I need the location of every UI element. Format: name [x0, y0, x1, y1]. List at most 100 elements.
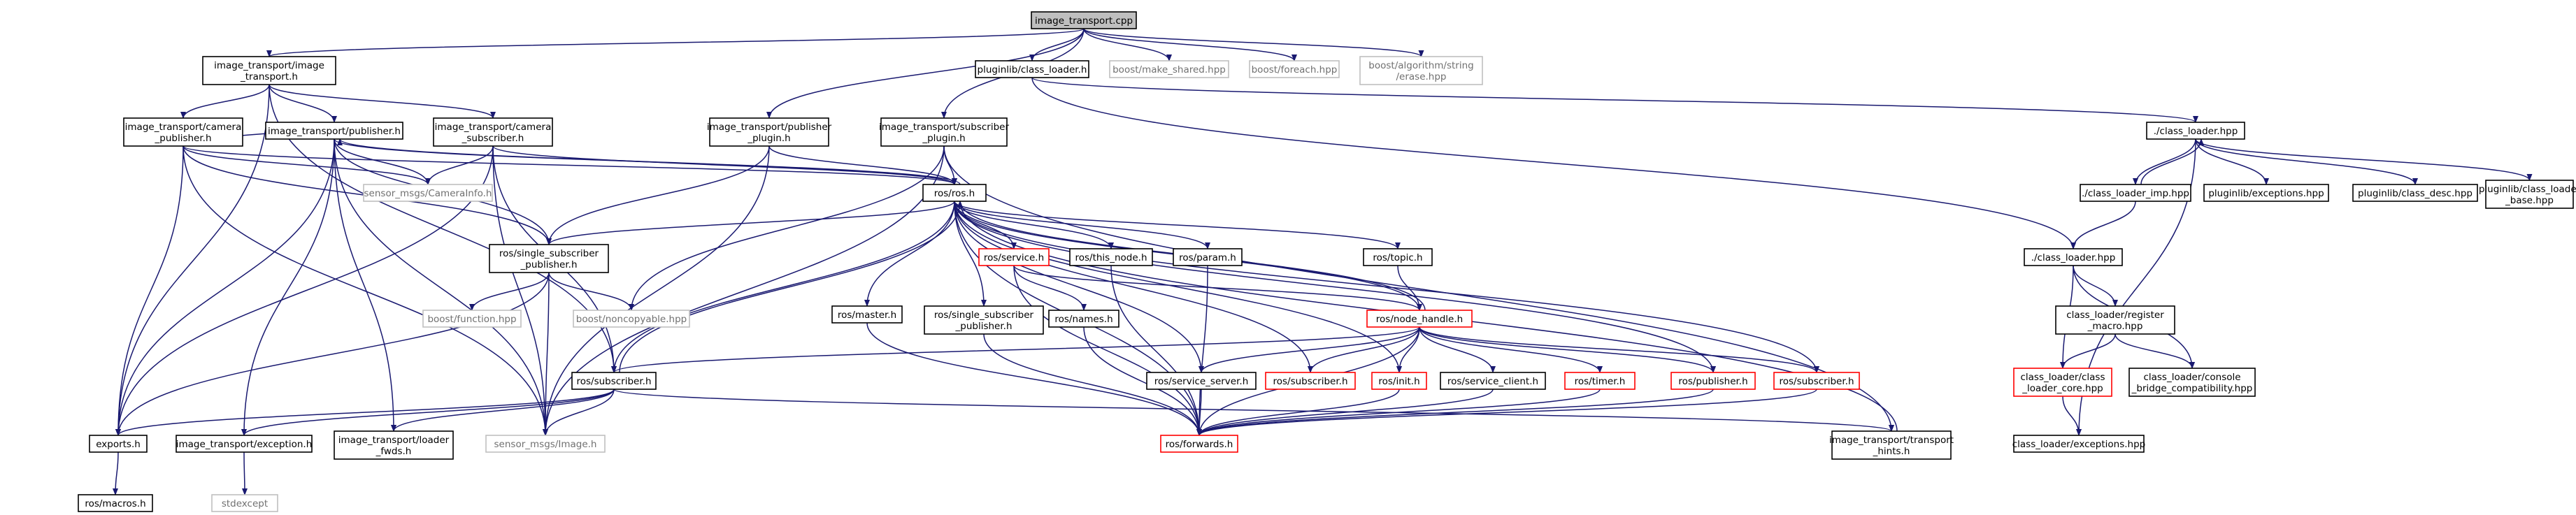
node-box-itlf — [334, 430, 454, 460]
node-rpu[interactable]: ros/publisher.h — [1670, 372, 1756, 390]
node-plclb[interactable]: pluginlib/class_loader_base.hpp — [2479, 180, 2576, 209]
node-label: image_transport.cpp — [1035, 15, 1133, 27]
node-rin[interactable]: ros/init.h — [1371, 372, 1427, 390]
node-box-clh — [2146, 122, 2245, 140]
node-itth[interactable]: image_transport/transport_hints.h — [1829, 430, 1954, 460]
edge-rnh-to-rpu — [1419, 326, 1716, 373]
node-label: ros/subscriber.h — [1273, 376, 1347, 387]
node-clh[interactable]: ./class_loader.hpp — [2146, 122, 2245, 140]
node-box-rsub1 — [1265, 372, 1356, 390]
node-label: ros/service_server.h — [1154, 376, 1249, 387]
edge-itsp-to-smi — [543, 145, 945, 436]
node-box-rsub2 — [1773, 372, 1860, 390]
node-label: ros/forwards.h — [1166, 439, 1233, 450]
node-clcore[interactable]: class_loader/class_loader_core.hpp — [2013, 368, 2112, 397]
node-rma[interactable]: ros/master.h — [831, 305, 903, 324]
node-plcd[interactable]: pluginlib/class_desc.hpp — [2352, 184, 2478, 202]
node-root[interactable]: image_transport.cpp — [1031, 11, 1137, 29]
node-box-itcp — [123, 117, 243, 147]
edge-rssp-to-bnc — [548, 272, 634, 311]
node-label: class_loader/console — [2143, 372, 2240, 383]
edge-ros-to-rin — [954, 201, 1402, 373]
node-rsub1[interactable]: ros/subscriber.h — [1265, 372, 1356, 390]
edge-rnh-to-its — [611, 326, 1420, 373]
node-label: boost/make_shared.hpp — [1112, 64, 1226, 75]
node-label: _subscriber.h — [461, 133, 524, 144]
node-clih[interactable]: ./class_loader_imp.hpp — [2080, 184, 2191, 202]
node-itpp[interactable]: image_transport/publisher_plugin.h — [707, 117, 832, 147]
edge-exp-to-rmac — [113, 451, 119, 495]
node-itlf[interactable]: image_transport/loader_fwds.h — [334, 430, 454, 460]
node-exp[interactable]: exports.h — [89, 435, 148, 453]
node-rssp[interactable]: ros/single_subscriber_publisher.h — [489, 244, 609, 273]
edge-rto-to-rnh — [1397, 265, 1422, 311]
node-rna[interactable]: ros/names.h — [1048, 310, 1119, 328]
edge-its-to-ros — [619, 201, 963, 373]
edge-rnh-to-rti — [1419, 326, 1603, 373]
node-stde: stdexcept — [211, 494, 278, 512]
node-itcs[interactable]: image_transport/camera_subscriber.h — [433, 117, 553, 147]
node-clh2[interactable]: ./class_loader.hpp — [2024, 248, 2123, 266]
node-bf: boost/function.hpp — [422, 310, 522, 328]
node-box-smi — [485, 435, 606, 453]
edge-itcp-to-exp — [115, 145, 184, 436]
node-itp[interactable]: image_transport/publisher.h — [265, 122, 403, 140]
node-label: class_loader/register — [2066, 310, 2164, 321]
node-itcp[interactable]: image_transport/camera_publisher.h — [123, 117, 243, 147]
edge-rnh-to-rsc — [1419, 326, 1496, 373]
node-label: image_transport/subscriber — [879, 122, 1010, 133]
node-rmac[interactable]: ros/macros.h — [78, 494, 153, 512]
node-box-its — [571, 372, 657, 390]
edge-it-to-itcs — [269, 84, 496, 119]
node-label: ros/macros.h — [85, 498, 145, 509]
node-clrm[interactable]: class_loader/register_macro.hpp — [2055, 305, 2175, 335]
node-rpa[interactable]: ros/param.h — [1173, 248, 1243, 266]
node-rsv[interactable]: ros/service.h — [978, 248, 1050, 266]
node-ros[interactable]: ros/ros.h — [922, 184, 987, 202]
edge-rsv-to-rna — [1013, 265, 1087, 311]
node-label: _hints.h — [1873, 446, 1910, 457]
node-label: ros/publisher.h — [1678, 376, 1747, 387]
node-rnh[interactable]: ros/node_handle.h — [1366, 310, 1473, 328]
node-clcbc[interactable]: class_loader/console_bridge_compatibilit… — [2128, 368, 2256, 397]
node-label: class_loader/exceptions.hpp — [2012, 439, 2146, 450]
node-its[interactable]: ros/subscriber.h — [571, 372, 657, 390]
node-rfw[interactable]: ros/forwards.h — [1160, 435, 1238, 453]
node-plex[interactable]: pluginlib/exceptions.hpp — [2203, 184, 2329, 202]
node-label: _publisher.h — [955, 321, 1012, 332]
node-label: image_transport/camera — [435, 122, 552, 133]
edge-root-to-bfe — [1083, 28, 1297, 61]
edge-ros-to-itp — [337, 138, 961, 185]
node-rss[interactable]: ros/service_server.h — [1146, 372, 1257, 390]
node-label: ros/service.h — [984, 252, 1044, 263]
node-label: _macro.hpp — [2087, 321, 2143, 332]
edge-rna-to-rfw — [1083, 326, 1202, 436]
node-box-rna — [1048, 310, 1119, 328]
edge-rsv-to-rfw — [1013, 265, 1202, 436]
edge-clrm-to-clcore — [2060, 333, 2116, 369]
node-label: boost/function.hpp — [427, 314, 516, 325]
node-box-it — [202, 56, 336, 85]
node-clex[interactable]: class_loader/exceptions.hpp — [2012, 435, 2146, 453]
node-rsc[interactable]: ros/service_client.h — [1440, 372, 1546, 390]
node-rtn[interactable]: ros/this_node.h — [1069, 248, 1153, 266]
node-label: boost/noncopyable.hpp — [576, 314, 687, 325]
edge-rpu-to-rfw — [1196, 389, 1714, 436]
node-rsub2[interactable]: ros/subscriber.h — [1773, 372, 1860, 390]
node-box-plex — [2203, 184, 2329, 202]
node-box-itth — [1831, 430, 1952, 460]
node-ite[interactable]: image_transport/exception.h — [176, 435, 313, 453]
node-box-clcbc — [2128, 368, 2256, 397]
node-box-rssp2 — [924, 305, 1044, 335]
node-label: ros/timer.h — [1575, 376, 1626, 387]
node-rti[interactable]: ros/timer.h — [1564, 372, 1636, 390]
node-label: sensor_msgs/Image.h — [494, 439, 597, 450]
node-itsp[interactable]: image_transport/subscriber_plugin.h — [879, 117, 1010, 147]
node-rto[interactable]: ros/topic.h — [1363, 248, 1433, 266]
node-rssp2[interactable]: ros/single_subscriber_publisher.h — [924, 305, 1044, 335]
node-label: pluginlib/class_loader.h — [978, 64, 1087, 75]
node-pcl[interactable]: pluginlib/class_loader.h — [975, 60, 1089, 78]
node-it[interactable]: image_transport/image_transport.h — [202, 56, 336, 85]
node-label: sensor_msgs/CameraInfo.h — [364, 188, 492, 199]
edge-itp-to-exp — [115, 138, 335, 436]
